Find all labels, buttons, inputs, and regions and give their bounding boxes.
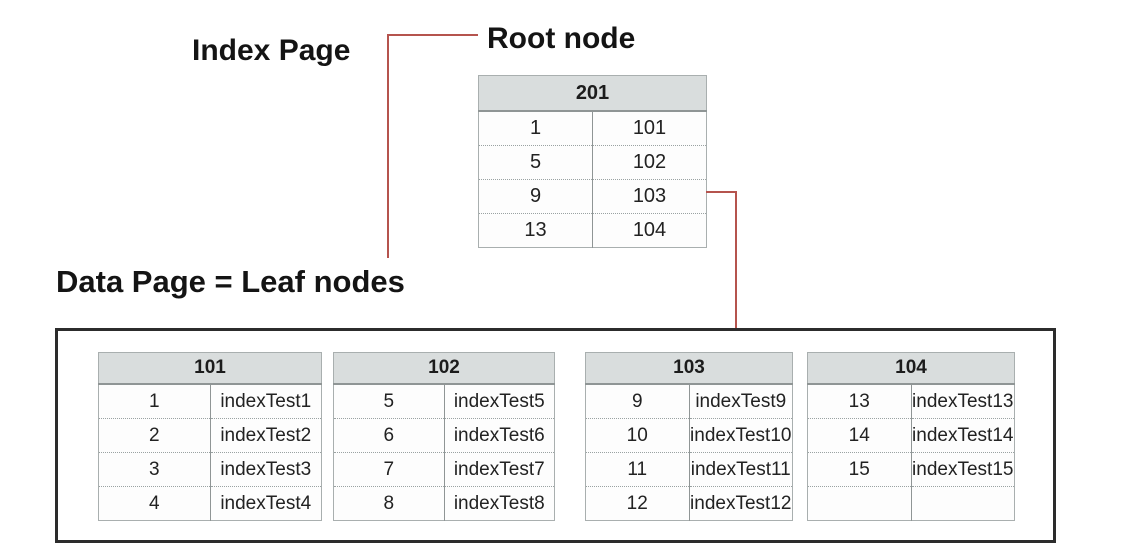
value-cell: indexTest2 [210,418,322,453]
value-cell: 103 [592,179,707,214]
value-cell: indexTest5 [453,390,545,412]
value-cell: indexTest13 [912,390,1014,412]
key-cell: 13 [807,384,912,419]
table-row [807,486,1015,521]
key-cell: 15 [807,452,912,487]
data-page-label: Data Page = Leaf nodes [56,264,405,299]
key-cell: 4 [98,486,211,521]
table-row: 5 indexTest5 [333,384,555,419]
connector-index-vertical-line [387,34,389,258]
value-cell: indexTest11 [689,452,793,487]
value-cell: indexTest1 [220,390,312,412]
key-cell: 9 [585,384,690,419]
value-cell: indexTest10 [689,418,793,453]
key-cell: 5 [333,384,445,419]
key-cell: 8 [333,486,445,521]
value-cell: indexTest15 [911,452,1015,487]
value-cell: indexTest6 [444,418,555,453]
value-cell: 102 [592,145,707,180]
value-cell: indexTest4 [210,486,322,521]
value-cell: indexTest8 [444,486,555,521]
value-cell: 104 [592,213,707,248]
key-cell: 3 [98,452,211,487]
value-cell: indexTest3 [210,452,322,487]
key-cell: 9 [478,179,593,214]
connector-index-horizontal-line [387,34,478,36]
page-number-header: 102 [333,352,555,385]
key-cell: 1 [98,384,211,419]
key-cell: 13 [478,213,593,248]
value-cell: 101 [632,117,667,139]
key-cell: 7 [333,452,445,487]
key-cell: 14 [807,418,912,453]
root-node-label: Root node [487,22,636,55]
connector-root-to-leaf-vertical-line [735,191,737,343]
table-row: 1 indexTest1 [98,384,322,419]
key-cell: 6 [333,418,445,453]
key-cell: 5 [478,145,593,180]
page-number-header: 201 [478,75,707,112]
key-cell: 12 [585,486,690,521]
page-number-header: 103 [585,352,793,385]
table-row: 1 101 [478,111,707,146]
key-cell: 2 [98,418,211,453]
value-cell: indexTest12 [689,486,793,521]
key-cell: 1 [478,111,593,146]
value-cell [911,486,1015,521]
page-number-header: 101 [98,352,322,385]
key-cell: 10 [585,418,690,453]
key-cell [807,486,912,521]
page-number-header: 104 [807,352,1015,385]
connector-root-to-leaf-horizontal-line [706,191,737,193]
value-cell: indexTest9 [695,390,787,412]
value-cell: indexTest7 [444,452,555,487]
index-page-label: Index Page [192,34,351,67]
key-cell: 11 [585,452,690,487]
value-cell: indexTest14 [911,418,1015,453]
